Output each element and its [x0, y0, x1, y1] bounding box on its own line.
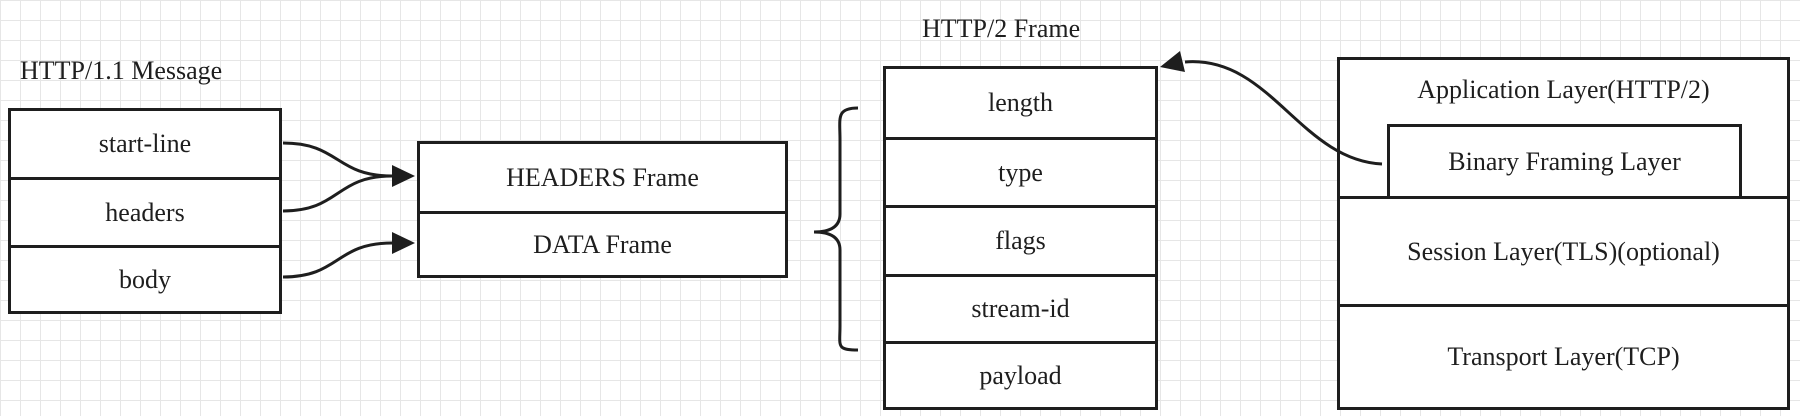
data-frame-row: DATA Frame [420, 211, 785, 275]
http2-field-payload: payload [886, 341, 1155, 407]
http1-row-body: body [11, 245, 279, 311]
http1-row-headers: headers [11, 177, 279, 245]
http2-field-type: type [886, 137, 1155, 205]
transport-layer: Transport Layer(TCP) [1340, 304, 1787, 407]
arrow-start-line-to-headers-frame [282, 141, 415, 187]
protocol-stack-box: Application Layer(HTTP/2) Binary Framing… [1337, 57, 1790, 410]
http1-row-start-line: start-line [98, 129, 192, 158]
binary-framing-layer-label: Binary Framing Layer [1448, 146, 1681, 176]
http2-field-stream-id: stream-id [886, 274, 1155, 341]
headers-frame-row: HEADERS Frame [506, 162, 699, 192]
http1-message-box: start-line headers body [8, 108, 282, 314]
http2-frame-title: HTTP/2 Frame [922, 14, 1081, 43]
session-layer: Session Layer(TLS)(optional) [1340, 196, 1787, 304]
binary-framing-layer-box: Binary Framing Layer [1387, 124, 1742, 196]
http2-field-flags: flags [886, 205, 1155, 274]
arrow-body-to-data-frame [282, 232, 415, 279]
http1-title: HTTP/1.1 Message [20, 56, 223, 85]
frames-box: HEADERS Frame DATA Frame [417, 141, 788, 278]
arrow-headers-to-headers-frame [282, 174, 393, 213]
http2-frame-box: length type flags stream-id payload [883, 66, 1158, 410]
curly-brace [813, 106, 859, 352]
application-layer-label: Application Layer(HTTP/2) [1417, 75, 1710, 104]
http2-field-length: length [988, 88, 1053, 117]
